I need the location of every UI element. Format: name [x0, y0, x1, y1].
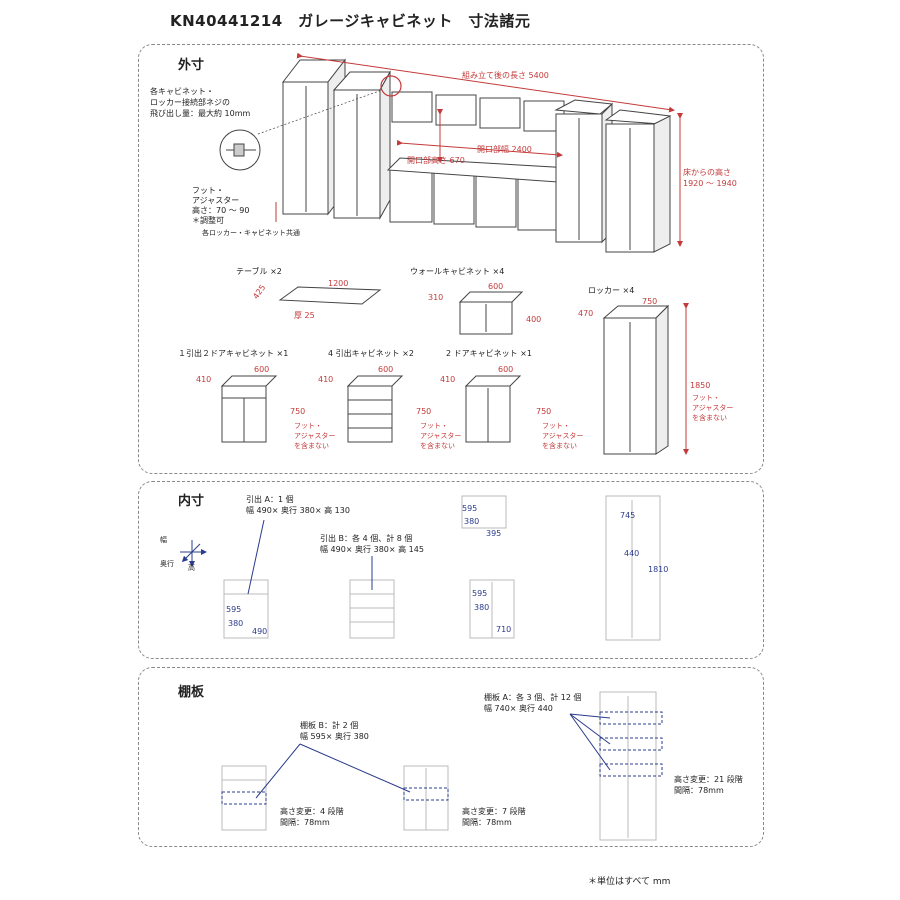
cab2-shelf-note-1: 高さ変更：7 段階: [462, 806, 526, 816]
cab2-label: 2 ドアキャビネット ×1: [446, 349, 532, 358]
page-title: KN40441214 ガレージキャビネット 寸法諸元: [170, 12, 531, 30]
shelf-b-1: 棚板 B：計 2 個: [300, 720, 358, 730]
locker-width: 750: [642, 297, 657, 306]
svg-text:ロッカー接続部ネジの: ロッカー接続部ネジの: [150, 97, 230, 107]
locker-shelf-note-1: 高さ変更：21 段階: [674, 774, 743, 784]
cab2-excl-1: フット・: [542, 422, 570, 430]
cab2-drawing: [464, 375, 522, 443]
adjuster-note-4: ＊調整可: [192, 215, 224, 225]
total-length-label: 組み立て後の長さ 5400: [462, 70, 549, 80]
inner-panel: [138, 481, 764, 659]
cab1-excl-2: アジャスター: [294, 431, 335, 440]
cab1-label: １引出２ドアキャビネット ×1: [178, 348, 288, 358]
drawer-b-1: 引出 B：各 4 個、計 8 個: [320, 533, 412, 543]
table-depth: 425: [251, 283, 267, 301]
floor-height-label-2: 1920 ～ 1940: [683, 179, 737, 188]
cab1-width: 600: [254, 365, 269, 374]
cab2-height: 750: [536, 407, 551, 416]
table-label: テーブル ×2: [236, 266, 282, 276]
drawer-b-2: 幅 490× 奥行 380× 高 145: [320, 544, 424, 554]
shelf-outlines: [221, 711, 663, 805]
cab1-height: 750: [290, 407, 305, 416]
inner-section-title: 内寸: [178, 494, 205, 509]
shelf-a-2: 幅 740× 奥行 440: [484, 703, 553, 713]
inner-wall-w: 395: [486, 529, 501, 538]
cab4-excl-1: フット・: [420, 422, 448, 430]
inner-locker-w: 745: [620, 511, 635, 520]
screw-note-2: ロッカー接続部ネジの: [150, 97, 230, 107]
wall-cabinet-depth: 310: [428, 293, 443, 302]
cab1-excl-1: フット・: [294, 422, 322, 430]
cab4-drawing: [346, 375, 404, 443]
inner-cab1-h: 595: [226, 605, 241, 614]
wall-cabinet-width: 600: [488, 282, 503, 291]
locker-note-3: を含まない: [692, 413, 727, 422]
table-drawing: [278, 286, 382, 305]
cab2-excl-2: アジャスター: [542, 431, 583, 440]
cab1-excl-3: を含まない: [294, 441, 329, 450]
cab4-width: 600: [378, 365, 393, 374]
inner-cab2-h: 595: [472, 589, 487, 598]
cab4-excl-2: アジャスター: [420, 431, 461, 440]
locker-note-2: アジャスター: [692, 403, 733, 412]
wall-cabinet-label: ウォールキャビネット ×4: [410, 267, 504, 276]
cab4-excl-3: を含まない: [420, 441, 455, 450]
opening-height-label: 開口部高さ 670: [407, 155, 465, 165]
shelf-b-2: 幅 595× 奥行 380: [300, 731, 369, 741]
cab2-depth: 410: [440, 375, 455, 384]
inner-cab2-w: 710: [496, 625, 511, 634]
inner-cab1-d: 380: [228, 619, 243, 628]
wall-cabinet-height: 400: [526, 315, 541, 324]
cab4-height: 750: [416, 407, 431, 416]
locker-depth: 470: [578, 309, 593, 318]
locker-label: ロッカー ×4: [588, 286, 634, 295]
locker-height: 1850: [690, 381, 710, 390]
inner-wall-h: 595: [462, 504, 477, 513]
adjuster-note-3: 高さ：70 ～ 90: [192, 205, 249, 215]
cab2-excl-3: を含まない: [542, 441, 577, 450]
svg-text:各キャビネット・: 各キャビネット・: [150, 86, 214, 96]
cab1-depth: 410: [196, 375, 211, 384]
cab2-shelf-note-2: 間隔：78mm: [462, 818, 512, 827]
screw-note-3: 飛び出し量：最大約 10mm: [150, 108, 251, 118]
drawer-a-1: 引出 A：1 個: [246, 494, 294, 504]
svg-text:飛び出し量：最大約 10mm: 飛び出し量：最大約 10mm: [150, 108, 251, 118]
inner-cab2-d: 380: [474, 603, 489, 612]
unit-footnote: ＊単位はすべて mm: [588, 877, 671, 887]
outer-panel: [138, 44, 764, 474]
inner-locker-d: 440: [624, 549, 639, 558]
cab1-drawing: [220, 375, 278, 443]
table-width: 1200: [328, 279, 348, 288]
shelf-panel: [138, 667, 764, 847]
locker-shelf-note-2: 間隔：78mm: [674, 786, 724, 795]
inner-ghost-drawings: [223, 495, 661, 641]
screw-note-1: 各キャビネット・: [150, 86, 214, 96]
cab1-shelf-note-1: 高さ変更：4 段階: [280, 806, 344, 816]
axis-depth: 奥行: [160, 559, 174, 568]
table-thickness: 厚 25: [294, 311, 315, 320]
floor-height-label-1: 床からの高さ: [683, 167, 731, 177]
cab2-width: 600: [498, 365, 513, 374]
assembled-garage-unit: [281, 58, 672, 253]
drawer-a-2: 幅 490× 奥行 380× 高 130: [246, 505, 350, 515]
cab4-depth: 410: [318, 375, 333, 384]
cab1-shelf-note-2: 間隔：78mm: [280, 818, 330, 827]
axis-width: 幅: [160, 535, 167, 544]
adjuster-note-2: アジャスター: [192, 196, 239, 205]
locker-note-1: フット・: [692, 394, 720, 402]
axis-height: 高: [188, 563, 195, 572]
adjuster-common-note: 各ロッカー・キャビネット共通: [202, 228, 300, 237]
opening-width-label: 開口部幅 2400: [477, 144, 532, 154]
outer-section-title: 外寸: [178, 58, 205, 73]
shelf-a-1: 棚板 A：各 3 個、計 12 個: [484, 692, 581, 702]
adjuster-note-1: フット・: [192, 186, 224, 195]
inner-locker-h: 1810: [648, 565, 668, 574]
axis-diagram: [180, 540, 207, 567]
inner-wall-d: 380: [464, 517, 479, 526]
screw-detail-circle: [219, 129, 261, 171]
shelf-section-title: 棚板: [178, 685, 205, 700]
cab4-label: 4 引出キャビネット ×2: [328, 348, 414, 358]
inner-cab1-w: 490: [252, 627, 267, 636]
